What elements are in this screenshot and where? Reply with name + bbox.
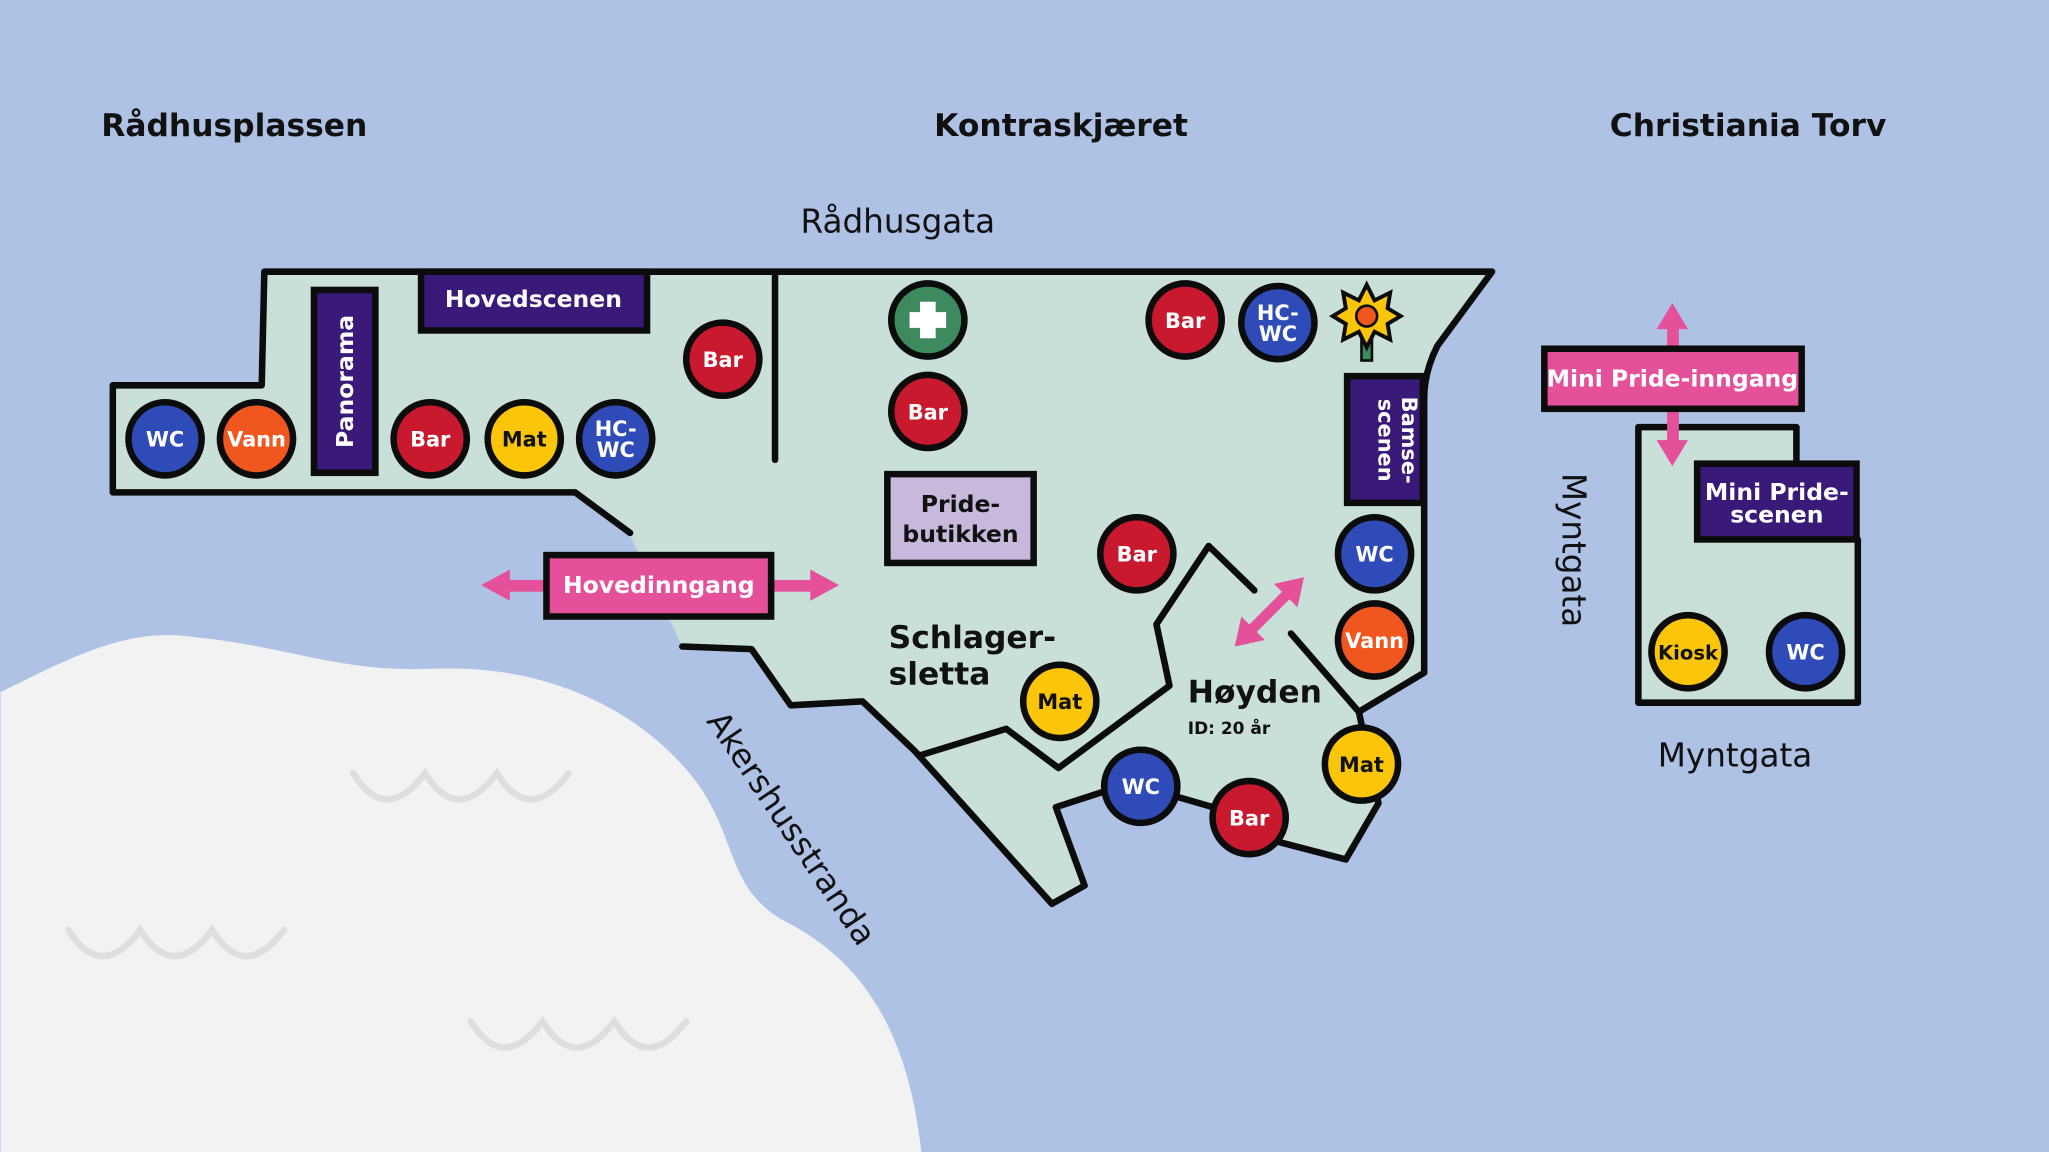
svg-text:Bar: Bar bbox=[1165, 309, 1206, 333]
svg-text:HC-WC: HC-WC bbox=[595, 417, 637, 462]
street-myntgata-vertical: Myntgata bbox=[1555, 473, 1593, 628]
svg-text:Mat: Mat bbox=[1037, 690, 1082, 714]
marker-bar[interactable]: Bar bbox=[390, 399, 471, 479]
arrow-hoyden bbox=[1234, 577, 1305, 647]
wave-decorations bbox=[65, 767, 690, 1051]
entrance-hovedinngang[interactable]: Hovedinngang bbox=[543, 551, 775, 620]
stage-panorama[interactable]: Panorama bbox=[310, 286, 379, 477]
marker-mat[interactable]: Mat bbox=[1019, 661, 1100, 742]
marker-bar[interactable]: Bar bbox=[682, 319, 763, 400]
marker-vann[interactable]: Vann bbox=[1334, 600, 1415, 680]
marker-wc[interactable]: WC bbox=[1765, 611, 1846, 692]
svg-text:Panorama: Panorama bbox=[331, 315, 359, 448]
zone-hoyden: Høyden bbox=[1188, 675, 1322, 711]
svg-text:Bar: Bar bbox=[703, 348, 744, 372]
svg-text:Bamse-scenen: Bamse-scenen bbox=[1373, 397, 1421, 484]
svg-text:Bar: Bar bbox=[1117, 543, 1158, 567]
entrance-mini-pride[interactable]: Mini Pride-inngang bbox=[1541, 345, 1805, 413]
svg-text:WC: WC bbox=[1786, 641, 1824, 665]
pride-butikken[interactable]: Pride-butikken bbox=[884, 470, 1037, 567]
svg-text:Hovedinngang: Hovedinngang bbox=[563, 571, 755, 599]
svg-text:Mat: Mat bbox=[502, 428, 547, 452]
area-title-christiania-torv: Christiania Torv bbox=[1610, 108, 1887, 144]
svg-text:HC-WC: HC-WC bbox=[1257, 301, 1299, 346]
svg-text:Mini Pride-inngang: Mini Pride-inngang bbox=[1547, 365, 1799, 393]
svg-text:Vann: Vann bbox=[1345, 629, 1404, 653]
svg-text:Bar: Bar bbox=[410, 428, 451, 452]
marker-mat[interactable]: Mat bbox=[484, 399, 565, 479]
marker-mat[interactable]: Mat bbox=[1321, 724, 1402, 804]
svg-text:Vann: Vann bbox=[227, 428, 286, 452]
svg-text:Pride-butikken: Pride-butikken bbox=[902, 490, 1018, 548]
marker-kiosk[interactable]: Kiosk bbox=[1648, 611, 1728, 692]
marker-bar[interactable]: Bar bbox=[1145, 280, 1225, 360]
svg-text:Bar: Bar bbox=[1229, 806, 1270, 830]
svg-text:Hovedscenen: Hovedscenen bbox=[445, 285, 622, 313]
marker-hc-wc[interactable]: HC-WC bbox=[1238, 282, 1318, 363]
marker-wc[interactable]: WC bbox=[1334, 513, 1415, 594]
marker-bar[interactable]: Bar bbox=[1096, 513, 1177, 594]
marker-bar[interactable]: Bar bbox=[1209, 777, 1289, 858]
first-aid-icon bbox=[909, 301, 947, 339]
svg-text:Kiosk: Kiosk bbox=[1658, 642, 1719, 665]
stage-mini-pride-scenen[interactable]: Mini Pride-scenen bbox=[1693, 460, 1860, 543]
marker-vann[interactable]: Vann bbox=[216, 399, 297, 479]
svg-text:WC: WC bbox=[1355, 543, 1393, 567]
svg-text:Mini Pride-scenen: Mini Pride-scenen bbox=[1705, 478, 1849, 528]
marker-bar[interactable]: Bar bbox=[888, 371, 968, 452]
marker-hc-wc[interactable]: HC-WC bbox=[575, 399, 656, 479]
marker-wc[interactable]: WC bbox=[1100, 746, 1181, 827]
stage-hovedscenen[interactable]: Hovedscenen bbox=[417, 268, 651, 334]
boundaries bbox=[109, 268, 1862, 908]
sunflower-icon bbox=[1328, 280, 1405, 362]
svg-text:Mat: Mat bbox=[1339, 753, 1384, 777]
svg-text:WC: WC bbox=[1122, 775, 1160, 799]
svg-text:Bar: Bar bbox=[908, 400, 949, 424]
stage-bamsescenen[interactable]: Bamse-scenen bbox=[1343, 372, 1427, 507]
hoyden-age-note: ID: 20 år bbox=[1188, 717, 1271, 739]
area-title-kontraskjaeret: Kontraskjæret bbox=[934, 108, 1188, 144]
marker-wc[interactable]: WC bbox=[125, 399, 205, 479]
street-radhusgata: Rådhusgata bbox=[801, 202, 996, 240]
street-myntgata: Myntgata bbox=[1658, 737, 1813, 775]
svg-text:WC: WC bbox=[146, 428, 184, 452]
marker-first-aid[interactable] bbox=[888, 280, 968, 360]
area-title-radhusplassen: Rådhusplassen bbox=[101, 107, 367, 144]
shore-area bbox=[0, 635, 922, 1152]
zone-schlagersletta: Schlager-sletta bbox=[889, 620, 1056, 693]
